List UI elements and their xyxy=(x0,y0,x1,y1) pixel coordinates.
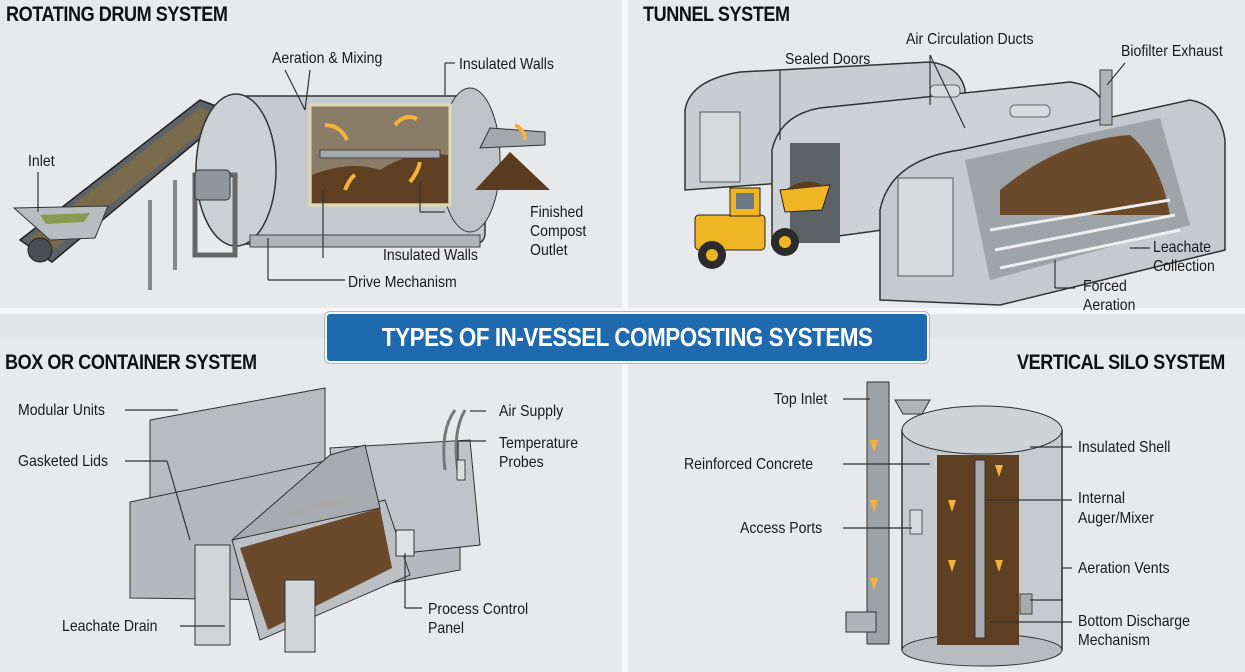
tunnel-illustration xyxy=(684,61,1226,306)
label-modular-units: Modular Units xyxy=(18,402,105,419)
label-temperature-probes-1: Temperature xyxy=(499,435,579,452)
label-temperature-probes-2: Probes xyxy=(499,454,544,471)
box-container-title: BOX OR CONTAINER SYSTEM xyxy=(5,351,257,374)
inlet-hopper xyxy=(12,205,109,241)
label-forced-aeration-2: Aeration xyxy=(1083,297,1136,314)
label-leachate-collection-2: Collection xyxy=(1153,258,1215,275)
label-insulated-shell: Insulated Shell xyxy=(1078,439,1171,456)
label-internal-auger-1: Internal xyxy=(1078,490,1125,507)
main-title-banner: TYPES OF IN-VESSEL COMPOSTING SYSTEMS xyxy=(325,312,929,363)
vertical-silo-illustration xyxy=(845,381,1063,667)
label-reinforced-concrete: Reinforced Concrete xyxy=(684,456,814,473)
box-container-illustration xyxy=(129,387,481,653)
label-insulated-walls-top: Insulated Walls xyxy=(459,56,554,73)
label-leachate-collection-1: Leachate xyxy=(1153,239,1211,256)
label-bottom-discharge-1: Bottom Discharge xyxy=(1078,613,1190,630)
label-finished-compost-1: Finished xyxy=(530,204,584,221)
label-access-ports: Access Ports xyxy=(740,520,823,537)
label-process-control-panel-2: Panel xyxy=(428,620,465,637)
label-aeration-vents: Aeration Vents xyxy=(1078,560,1170,577)
label-insulated-walls-bottom: Insulated Walls xyxy=(383,247,478,264)
label-bottom-discharge-2: Mechanism xyxy=(1078,632,1150,649)
label-forced-aeration-1: Forced xyxy=(1083,278,1127,295)
label-internal-auger-2: Auger/Mixer xyxy=(1078,510,1154,527)
rotating-drum-title: ROTATING DRUM SYSTEM xyxy=(6,3,228,26)
label-air-circulation-ducts: Air Circulation Ducts xyxy=(906,31,1034,48)
label-process-control-panel-1: Process Control xyxy=(428,601,529,618)
label-biofilter-exhaust: Biofilter Exhaust xyxy=(1121,43,1223,60)
wheel-loader xyxy=(694,181,831,269)
label-aeration-mixing: Aeration & Mixing xyxy=(272,50,383,67)
label-top-inlet: Top Inlet xyxy=(774,391,828,408)
rotating-drum-illustration xyxy=(12,87,550,290)
label-finished-compost-2: Compost xyxy=(530,223,587,240)
label-inlet: Inlet xyxy=(28,153,55,170)
vertical-silo-title: VERTICAL SILO SYSTEM xyxy=(1017,351,1225,374)
drum xyxy=(192,87,550,258)
leader-lines xyxy=(37,54,1150,627)
label-air-supply: Air Supply xyxy=(499,403,564,420)
main-title: TYPES OF IN-VESSEL COMPOSTING SYSTEMS xyxy=(381,322,873,352)
label-sealed-doors: Sealed Doors xyxy=(785,51,871,68)
horizontal-divider xyxy=(0,308,1245,314)
label-drive-mechanism: Drive Mechanism xyxy=(348,274,457,291)
label-leachate-drain: Leachate Drain xyxy=(62,618,158,635)
label-finished-compost-3: Outlet xyxy=(530,242,568,259)
tunnel-title: TUNNEL SYSTEM xyxy=(643,3,790,26)
label-gasketed-lids: Gasketed Lids xyxy=(18,453,109,470)
